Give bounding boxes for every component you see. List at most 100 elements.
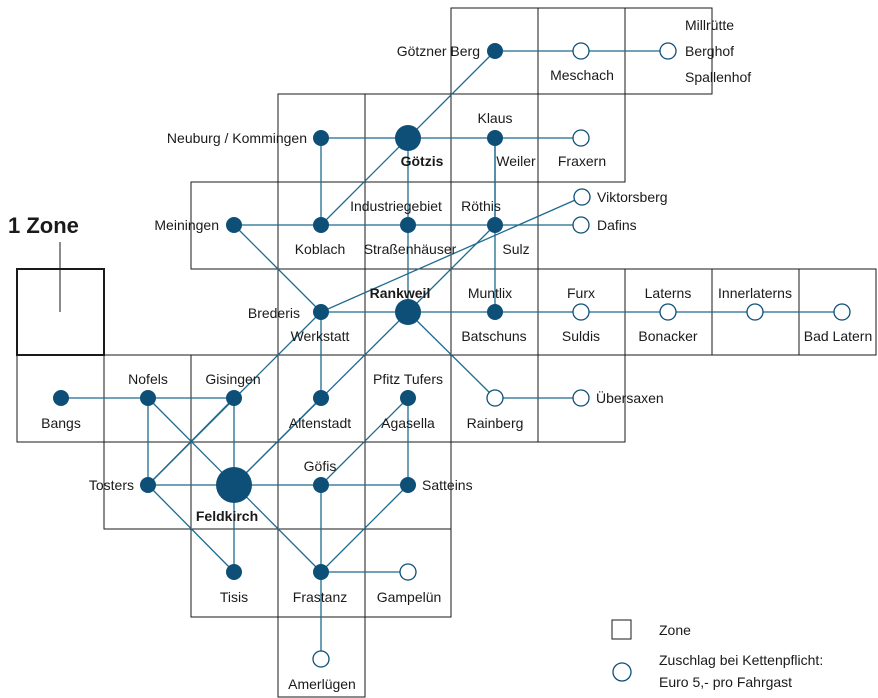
stop-gisingen	[226, 390, 242, 406]
label-rankweil: Rankweil	[370, 285, 431, 301]
label-industriegebiet: Industriegebiet	[350, 198, 442, 214]
route-line	[407, 311, 496, 399]
stop-rainberg	[486, 389, 504, 407]
label-werkstatt: Werkstatt	[291, 328, 350, 344]
stop-frastanz	[313, 564, 329, 580]
legend-zone-label: Zone	[659, 622, 691, 638]
label-berghof: Berghof	[685, 43, 734, 59]
stops	[53, 42, 851, 668]
route-line	[147, 397, 235, 486]
label-klaus: Klaus	[477, 110, 512, 126]
label-feldkirch: Feldkirch	[196, 508, 258, 524]
stop-satteins	[400, 477, 416, 493]
stop-dafins	[572, 216, 590, 234]
label-dafins: Dafins	[597, 217, 637, 233]
label-goefis: Göfis	[304, 458, 337, 474]
label-rainberg: Rainberg	[467, 415, 524, 431]
label-pfitz: Pfitz Tufers	[373, 371, 443, 387]
label-batschuns: Batschuns	[461, 328, 526, 344]
label-gampeluen: Gampelün	[377, 589, 442, 605]
label-uebersaxen: Übersaxen	[596, 389, 664, 406]
label-satteins: Satteins	[422, 477, 473, 493]
label-suldis: Suldis	[562, 328, 600, 344]
label-laterns: Laterns	[645, 285, 692, 301]
label-innerlaterns: Innerlaterns	[718, 285, 792, 301]
label-strassenhaeuser: Straßenhäuser	[364, 241, 457, 257]
label-nofels: Nofels	[128, 371, 168, 387]
label-neuburg: Neuburg / Kommingen	[167, 130, 307, 146]
stop-tisis	[226, 564, 242, 580]
label-bonacker: Bonacker	[638, 328, 697, 344]
stop-agasella	[400, 390, 416, 406]
legend-surcharge-symbol	[612, 662, 632, 682]
zone-cell	[364, 528, 452, 618]
label-sulz: Sulz	[502, 241, 529, 257]
stop-brederis	[313, 304, 329, 320]
stop-goetznerberg	[487, 43, 503, 59]
stop-bangs	[53, 390, 69, 406]
label-bangs: Bangs	[41, 415, 81, 431]
label-furx: Furx	[567, 285, 595, 301]
stop-koblach	[313, 217, 329, 233]
one-zone-title: 1 Zone	[8, 213, 79, 238]
label-tosters: Tosters	[89, 477, 134, 493]
stop-berghof	[659, 42, 677, 60]
stop-strassenhaeuser	[400, 217, 416, 233]
label-meiningen: Meiningen	[154, 217, 219, 233]
stop-goetzis	[395, 125, 421, 151]
label-goetznerberg: Götzner Berg	[397, 43, 480, 59]
stop-innerlaterns	[746, 303, 764, 321]
label-frastanz: Frastanz	[293, 589, 347, 605]
stop-roethis	[487, 217, 503, 233]
stop-neuburg	[313, 130, 329, 146]
stop-tosters	[140, 477, 156, 493]
stop-badlatern	[833, 303, 851, 321]
route-line	[320, 484, 409, 573]
legend-surcharge-line2: Euro 5,- pro Fahrgast	[659, 674, 792, 690]
label-koblach: Koblach	[295, 241, 346, 257]
zone-grid	[16, 7, 877, 698]
route-line	[147, 484, 235, 573]
stop-laterns	[659, 303, 677, 321]
label-weiler: Weiler	[496, 153, 536, 169]
label-amerluegen: Amerlügen	[288, 676, 356, 692]
stop-fraxern	[572, 129, 590, 147]
legend: Zone Zuschlag bei Kettenpflicht: Euro 5,…	[611, 619, 823, 690]
legend-surcharge-line1: Zuschlag bei Kettenpflicht:	[659, 652, 823, 668]
stop-nofels	[140, 390, 156, 406]
label-goetzis: Götzis	[401, 153, 444, 169]
label-agasella: Agasella	[381, 415, 435, 431]
one-zone-indicator: 1 Zone	[8, 213, 105, 356]
stop-klaus	[487, 130, 503, 146]
label-millruette: Millrütte	[685, 17, 734, 33]
label-badlatern: Bad Latern	[804, 328, 873, 344]
route-line	[233, 224, 322, 313]
stop-altenstadt	[313, 390, 329, 406]
label-spallenhof: Spallenhof	[685, 69, 751, 85]
stop-muntlix	[487, 304, 503, 320]
label-muntlix: Muntlix	[468, 285, 512, 301]
stop-viktorsberg	[573, 188, 591, 206]
stop-rankweil	[395, 299, 421, 325]
stop-meiningen	[226, 217, 242, 233]
label-brederis: Brederis	[248, 305, 300, 321]
label-fraxern: Fraxern	[558, 153, 606, 169]
label-viktorsberg: Viktorsberg	[597, 189, 668, 205]
legend-zone-symbol	[611, 619, 632, 640]
label-tisis: Tisis	[220, 589, 248, 605]
stop-meschach	[572, 42, 590, 60]
stop-furx	[572, 303, 590, 321]
stop-gampeluen	[399, 563, 417, 581]
stop-amerluegen	[312, 650, 330, 668]
label-roethis: Röthis	[461, 198, 501, 214]
place-labels: Götzner Berg Meschach Millrütte Berghof …	[41, 17, 872, 692]
label-altenstadt: Altenstadt	[289, 415, 351, 431]
stop-feldkirch	[216, 467, 252, 503]
label-gisingen: Gisingen	[205, 371, 260, 387]
stop-goefis	[313, 477, 329, 493]
stop-uebersaxen	[572, 389, 590, 407]
route-line	[320, 397, 409, 486]
route-line	[407, 224, 496, 313]
label-meschach: Meschach	[550, 67, 614, 83]
